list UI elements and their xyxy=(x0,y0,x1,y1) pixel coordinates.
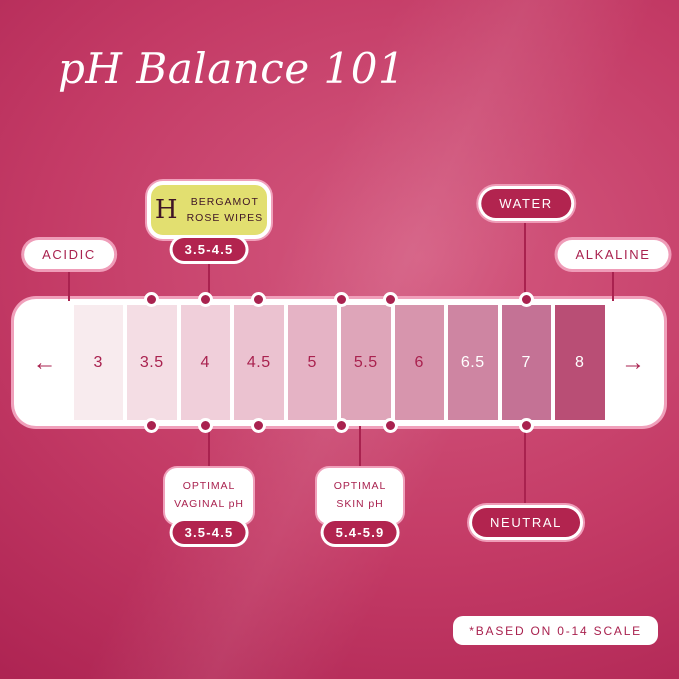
connector-line-alkaline xyxy=(612,267,614,301)
scale-dot xyxy=(519,292,534,307)
skin-range-text: 5.4-5.9 xyxy=(335,525,385,540)
scale-dot xyxy=(198,292,213,307)
ph-segment-6.5: 6.5 xyxy=(448,305,498,420)
product-callout: H BERGAMOT ROSE WIPES xyxy=(147,181,271,239)
neutral-label: NEUTRAL xyxy=(472,508,580,537)
ph-segment-3.5: 3.5 xyxy=(127,305,177,420)
left-arrow-icon: ← xyxy=(32,348,57,376)
scale-left-arrow-segment: ← xyxy=(20,305,70,420)
ph-segment-4: 4 xyxy=(180,305,230,420)
optimal-vaginal-line1: OPTIMAL xyxy=(182,480,236,492)
vaginal-range-text: 3.5-4.5 xyxy=(184,525,234,540)
scale-footnote: *BASED ON 0-14 SCALE xyxy=(453,616,658,645)
scale-dot xyxy=(334,292,349,307)
product-name-line2: ROSE WIPES xyxy=(186,212,264,224)
connector-line-acidic xyxy=(68,267,70,301)
scale-right-arrow-segment: → xyxy=(608,305,658,420)
scale-dot xyxy=(251,292,266,307)
connector-line-neutral xyxy=(524,426,526,509)
optimal-skin-line2: SKIN pH xyxy=(336,497,384,510)
honey-pot-logo: H xyxy=(154,195,178,225)
water-label-text: WATER xyxy=(499,196,553,211)
optimal-skin-box: OPTIMAL SKIN pH xyxy=(317,468,403,524)
ph-segment-5.5: 5.5 xyxy=(341,305,391,420)
scale-footnote-text: *BASED ON 0-14 SCALE xyxy=(469,623,642,638)
vaginal-range-badge: 3.5-4.5 xyxy=(172,521,246,544)
ph-segment-6: 6 xyxy=(394,305,444,420)
connector-line-water xyxy=(524,216,526,301)
alkaline-label-text: ALKALINE xyxy=(575,247,651,262)
optimal-vaginal-box: OPTIMAL VAGINAL pH xyxy=(165,468,253,524)
scale-dot xyxy=(144,292,159,307)
product-name: BERGAMOT ROSE WIPES xyxy=(187,194,264,227)
connector-line-skin xyxy=(359,426,361,469)
scale-dot xyxy=(383,418,398,433)
right-arrow-icon: → xyxy=(621,348,646,376)
ph-segment-4.5: 4.5 xyxy=(234,305,284,420)
ph-segment-5: 5 xyxy=(287,305,337,420)
product-range-badge: 3.5-4.5 xyxy=(172,238,246,261)
product-range-text: 3.5-4.5 xyxy=(184,242,234,257)
product-name-line1: BERGAMOT xyxy=(190,195,259,208)
neutral-label-text: NEUTRAL xyxy=(490,515,562,530)
optimal-vaginal-line2: VAGINAL pH xyxy=(174,497,244,510)
ph-segment-3: 3 xyxy=(73,305,123,420)
connector-line-product xyxy=(208,258,210,301)
skin-range-badge: 5.4-5.9 xyxy=(323,521,397,544)
connector-line-vaginal xyxy=(208,426,210,469)
water-label: WATER xyxy=(481,189,571,218)
scale-dot xyxy=(251,418,266,433)
scale-dot xyxy=(198,418,213,433)
scale-dot xyxy=(519,418,534,433)
optimal-skin-line1: OPTIMAL xyxy=(333,480,387,492)
page-title: pH Balance 101 xyxy=(58,44,406,93)
acidic-label: ACIDIC xyxy=(24,240,114,269)
ph-segment-8: 8 xyxy=(555,305,605,420)
scale-dot xyxy=(334,418,349,433)
alkaline-label: ALKALINE xyxy=(557,240,669,269)
scale-dot xyxy=(383,292,398,307)
acidic-label-text: ACIDIC xyxy=(42,247,96,262)
ph-segment-7: 7 xyxy=(501,305,551,420)
scale-dot xyxy=(144,418,159,433)
